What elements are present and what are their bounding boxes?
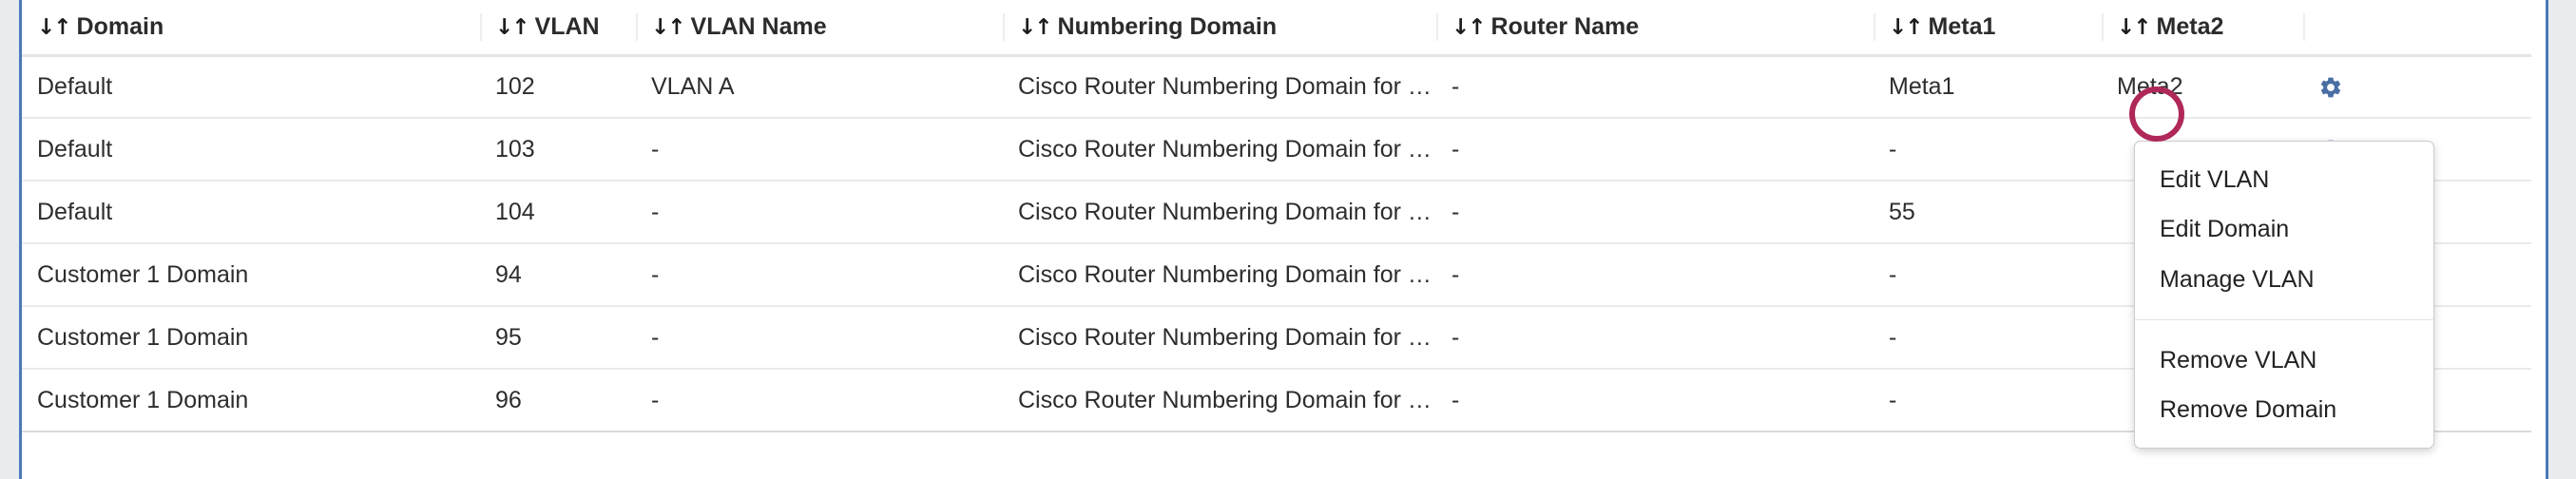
- column-header-vlan-name[interactable]: ↓↑VLAN Name: [636, 0, 1003, 57]
- cell-actions[interactable]: [2303, 55, 2531, 119]
- cell-domain: Default: [22, 181, 480, 244]
- cell-vlan-name: -: [636, 118, 1003, 182]
- cell-domain: Customer 1 Domain: [22, 306, 480, 370]
- cell-vlan: 103: [480, 118, 636, 182]
- table-row[interactable]: Default 102 VLAN A Cisco Router Numberin…: [22, 55, 2531, 119]
- row-actions-context-menu[interactable]: Edit VLAN Edit Domain Manage VLAN Remove…: [2134, 141, 2434, 450]
- column-header-label: Domain: [76, 12, 164, 40]
- menu-item-edit-domain[interactable]: Edit Domain: [2160, 216, 2290, 243]
- cell-domain: Default: [22, 55, 480, 119]
- menu-item-remove-vlan[interactable]: Remove VLAN: [2160, 346, 2317, 374]
- cell-meta2: Meta2: [2102, 55, 2303, 119]
- column-header-numbering-domain[interactable]: ↓↑Numbering Domain: [1003, 0, 1436, 57]
- column-header-label: VLAN: [534, 12, 600, 40]
- menu-divider: [2135, 318, 2433, 320]
- cell-router-name: -: [1436, 55, 1874, 119]
- cell-vlan: 104: [480, 181, 636, 244]
- menu-item-manage-vlan[interactable]: Manage VLAN: [2160, 265, 2315, 293]
- cell-vlan: 102: [480, 55, 636, 119]
- cell-meta1: Meta1: [1874, 55, 2102, 119]
- sort-icon[interactable]: ↓↑: [2117, 14, 2152, 40]
- cell-vlan-name: VLAN A: [636, 55, 1003, 119]
- cell-vlan: 96: [480, 369, 636, 432]
- cell-domain: Customer 1 Domain: [22, 243, 480, 307]
- cell-meta1: -: [1874, 243, 2102, 307]
- table-row[interactable]: Default 103 - Cisco Router Numbering Dom…: [22, 118, 2531, 182]
- header-row: ↓↑Domain ↓↑VLAN ↓↑VLAN Name ↓↑Numbering …: [22, 0, 2531, 57]
- cell-domain: Customer 1 Domain: [22, 369, 480, 432]
- sort-icon[interactable]: ↓↑: [37, 14, 72, 40]
- cell-router-name: -: [1436, 369, 1874, 432]
- sort-icon[interactable]: ↓↑: [1889, 14, 1924, 40]
- column-header-label: Router Name: [1490, 12, 1640, 40]
- menu-item-remove-domain[interactable]: Remove Domain: [2160, 396, 2337, 423]
- cell-meta1: -: [1874, 118, 2102, 182]
- cell-numbering-domain: Cisco Router Numbering Domain for …: [1003, 306, 1436, 370]
- cell-numbering-domain: Cisco Router Numbering Domain for …: [1003, 243, 1436, 307]
- column-header-label: Meta2: [2156, 12, 2224, 40]
- cell-numbering-domain: Cisco Router Numbering Domain for …: [1003, 55, 1436, 119]
- column-header-meta1[interactable]: ↓↑Meta1: [1874, 0, 2102, 57]
- cell-vlan-name: -: [636, 243, 1003, 307]
- gear-icon[interactable]: [2318, 75, 2343, 100]
- cell-meta1: 55: [1874, 181, 2102, 244]
- column-header-vlan[interactable]: ↓↑VLAN: [480, 0, 636, 57]
- cell-meta1: -: [1874, 369, 2102, 432]
- column-header-label: Numbering Domain: [1057, 12, 1278, 40]
- cell-router-name: -: [1436, 118, 1874, 182]
- table-header: ↓↑Domain ↓↑VLAN ↓↑VLAN Name ↓↑Numbering …: [22, 0, 2531, 57]
- cell-vlan: 95: [480, 306, 636, 370]
- table-scroll-region[interactable]: ↓↑Domain ↓↑VLAN ↓↑VLAN Name ↓↑Numbering …: [22, 0, 2546, 479]
- cell-numbering-domain: Cisco Router Numbering Domain for …: [1003, 118, 1436, 182]
- cell-numbering-domain: Cisco Router Numbering Domain for …: [1003, 181, 1436, 244]
- column-header-actions: [2303, 0, 2531, 57]
- cell-vlan-name: -: [636, 306, 1003, 370]
- cell-vlan-name: -: [636, 369, 1003, 432]
- column-header-label: Meta1: [1928, 12, 1996, 40]
- cell-domain: Default: [22, 118, 480, 182]
- vlan-table-panel: ↓↑Domain ↓↑VLAN ↓↑VLAN Name ↓↑Numbering …: [19, 0, 2548, 479]
- sort-icon[interactable]: ↓↑: [651, 14, 686, 40]
- column-header-domain[interactable]: ↓↑Domain: [22, 0, 480, 57]
- cell-vlan-name: -: [636, 181, 1003, 244]
- cell-vlan: 94: [480, 243, 636, 307]
- sort-icon[interactable]: ↓↑: [1018, 14, 1053, 40]
- cell-numbering-domain: Cisco Router Numbering Domain for …: [1003, 369, 1436, 432]
- column-header-label: VLAN Name: [690, 12, 827, 40]
- cell-meta1: -: [1874, 306, 2102, 370]
- cell-router-name: -: [1436, 181, 1874, 244]
- column-header-router-name[interactable]: ↓↑Router Name: [1436, 0, 1874, 57]
- sort-icon[interactable]: ↓↑: [1451, 14, 1487, 40]
- sort-icon[interactable]: ↓↑: [495, 14, 530, 40]
- column-header-meta2[interactable]: ↓↑Meta2: [2102, 0, 2303, 57]
- cell-router-name: -: [1436, 306, 1874, 370]
- menu-item-edit-vlan[interactable]: Edit VLAN: [2160, 166, 2270, 193]
- cell-router-name: -: [1436, 243, 1874, 307]
